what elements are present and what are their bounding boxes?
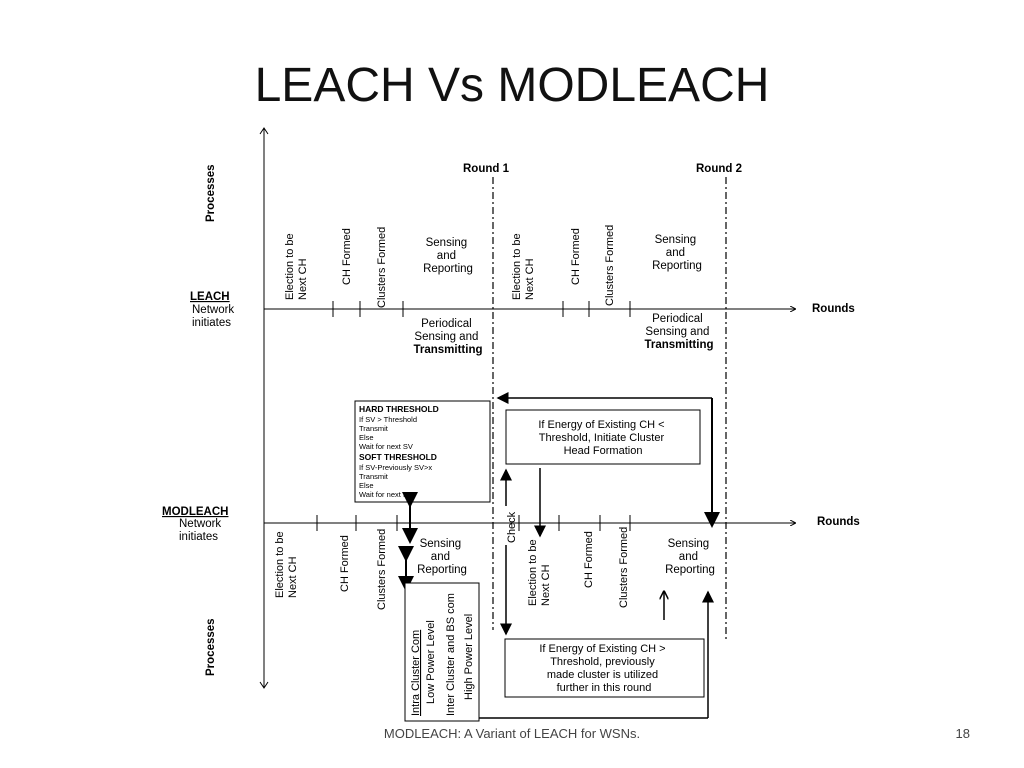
modleach-network: Network xyxy=(179,518,221,530)
modleach-sensing-label: Sensing and Reporting xyxy=(417,538,467,576)
energy-high-text: If Energy of Existing CH > Threshold, pr… xyxy=(539,643,668,694)
modleach-election-label-r2: Election to be Next CH xyxy=(527,536,552,606)
modleach-name: MODLEACH xyxy=(162,506,228,518)
energy-high-box xyxy=(504,638,705,698)
hard-threshold-lines: If SV > Threshold Transmit Else Wait for… xyxy=(359,415,419,451)
leach-clusters-formed-label-r2: Clusters Formed xyxy=(604,225,616,306)
power-box xyxy=(404,582,480,722)
slide-footer: MODLEACH: A Variant of LEACH for WSNs. xyxy=(383,726,641,741)
round1-label: Round 1 xyxy=(463,163,510,175)
power-line-2: Low Power Level xyxy=(425,620,437,704)
modleach-check-label: Check xyxy=(506,511,518,543)
modleach-rounds-label: Rounds xyxy=(817,516,860,528)
leach-election-label: Election to be Next CH xyxy=(284,230,309,300)
leach-periodical-label: Periodical Sensing and Transmitting xyxy=(413,318,482,356)
modleach-election-label: Election to be Next CH xyxy=(274,528,299,598)
leach-name: LEACH xyxy=(190,291,230,303)
modleach-clusters-formed-label: Clusters Formed xyxy=(376,529,388,610)
leach-clusters-formed-label: Clusters Formed xyxy=(376,227,388,308)
slide-title: LEACH Vs MODLEACH xyxy=(254,59,770,112)
modleach-clusters-formed-label-r2: Clusters Formed xyxy=(618,527,630,608)
page-number: 18 xyxy=(955,726,970,741)
leach-sensing-label: Sensing and Reporting xyxy=(423,237,473,275)
round2-label: Round 2 xyxy=(696,163,742,175)
power-line-4: High Power Level xyxy=(463,614,475,700)
modleach-ch-formed-label: CH Formed xyxy=(339,535,351,592)
leach-election-label-r2: Election to be Next CH xyxy=(511,230,536,300)
leach-periodical-label-r2: Periodical Sensing and Transmitting xyxy=(644,313,713,351)
leach-sensing-label-r2: Sensing and Reporting xyxy=(652,234,702,272)
modleach-sensing-label-r2: Sensing and Reporting xyxy=(665,538,715,576)
power-line-1: Intra Cluster Com xyxy=(410,630,422,716)
processes-label-bottom: Processes xyxy=(205,618,217,676)
leach-ch-formed-label: CH Formed xyxy=(341,228,353,285)
soft-threshold-lines: If SV-Previously SV>x Transmit Else Wait… xyxy=(359,463,434,499)
power-line-3: Inter Cluster and BS com xyxy=(445,593,457,716)
leach-network: Network xyxy=(192,304,234,316)
modleach-initiates: initiates xyxy=(179,531,218,543)
energy-low-box xyxy=(505,409,701,465)
leach-ch-formed-label-r2: CH Formed xyxy=(570,228,582,285)
threshold-box xyxy=(354,400,491,503)
leach-initiates: initiates xyxy=(192,317,231,329)
processes-label-top: Processes xyxy=(205,164,217,222)
modleach-ch-formed-label-r2: CH Formed xyxy=(583,531,595,588)
hard-threshold-title: HARD THRESHOLD xyxy=(359,404,439,414)
leach-rounds-label: Rounds xyxy=(812,303,855,315)
energy-low-text: If Energy of Existing CH < Threshold, In… xyxy=(538,419,667,457)
soft-threshold-title: SOFT THRESHOLD xyxy=(359,452,437,462)
